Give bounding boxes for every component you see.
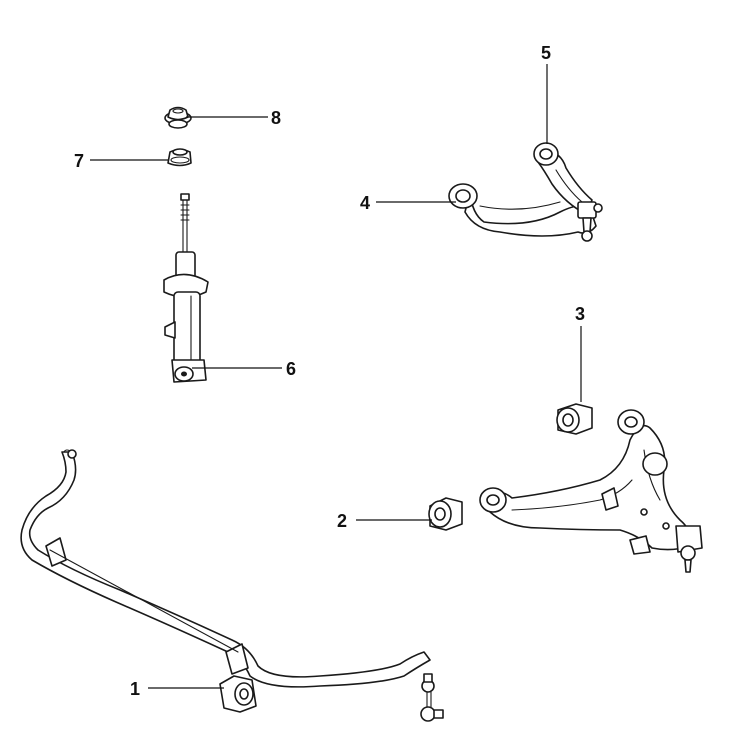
part-3-bushing bbox=[556, 403, 593, 435]
stabilizer-link bbox=[420, 673, 444, 722]
part-2-bushing bbox=[428, 497, 463, 531]
part-8-mount-bushing bbox=[164, 106, 192, 129]
callout-1: 1 bbox=[130, 679, 140, 699]
lower-control-arm bbox=[479, 409, 703, 573]
upper-control-arm bbox=[448, 142, 603, 242]
callout-6: 6 bbox=[286, 359, 296, 379]
part-1-stabilizer-bushing bbox=[219, 675, 257, 713]
callout-5: 5 bbox=[541, 43, 551, 63]
callout-8: 8 bbox=[271, 108, 281, 128]
callout-4: 4 bbox=[360, 193, 370, 213]
part-7-mount-bushing bbox=[167, 148, 192, 167]
leader-lines bbox=[90, 64, 582, 689]
callout-2: 2 bbox=[337, 511, 347, 531]
part-6-shock-absorber bbox=[163, 193, 209, 383]
stabilizer-bar bbox=[20, 449, 431, 688]
callout-3: 3 bbox=[575, 304, 585, 324]
callout-7: 7 bbox=[74, 151, 84, 171]
callout-labels: 1 2 3 4 5 6 7 8 bbox=[74, 43, 585, 699]
